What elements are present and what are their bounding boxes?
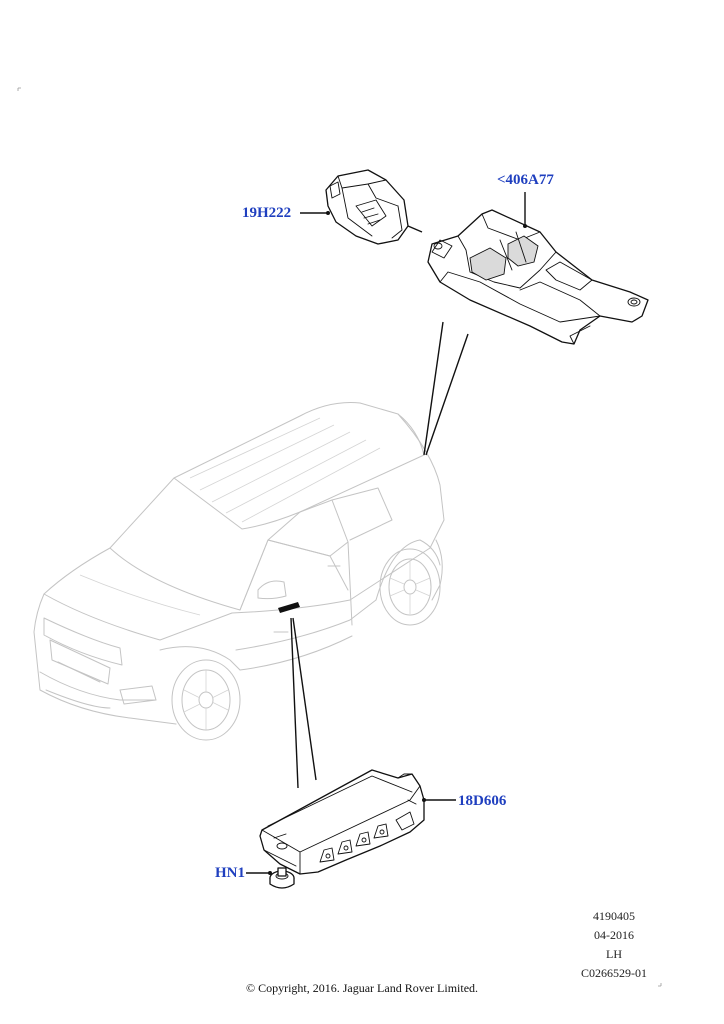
reference-date: 04-2016 xyxy=(594,928,634,942)
callout-HN1[interactable]: HN1 xyxy=(215,865,245,881)
reference-number: 4190405 xyxy=(593,909,635,923)
leader-dot-19H222 xyxy=(326,211,330,215)
copyright-notice: © Copyright, 2016. Jaguar Land Rover Lim… xyxy=(245,981,479,995)
leader-dot-HN1 xyxy=(268,871,272,875)
vehicle-outline xyxy=(33,402,445,741)
crop-marks xyxy=(17,87,662,987)
leader-dot-18D606 xyxy=(422,798,426,802)
callout-406A77[interactable]: <406A77 xyxy=(497,172,554,188)
reference-side: LH xyxy=(606,947,622,961)
callout-19H222[interactable]: 19H222 xyxy=(242,205,292,221)
module-location-marker xyxy=(278,602,300,613)
camera-connector[interactable] xyxy=(325,169,409,245)
camera-bracket[interactable] xyxy=(427,209,649,345)
leader-dot-406A77 xyxy=(523,224,527,228)
reference-code: C0266529-01 xyxy=(581,966,647,980)
callout-18D606[interactable]: 18D606 xyxy=(458,793,507,809)
leader-lines xyxy=(290,321,469,789)
connector-alignment-dash xyxy=(407,225,423,233)
camera-module[interactable] xyxy=(259,769,425,875)
hex-nut[interactable] xyxy=(269,867,295,889)
